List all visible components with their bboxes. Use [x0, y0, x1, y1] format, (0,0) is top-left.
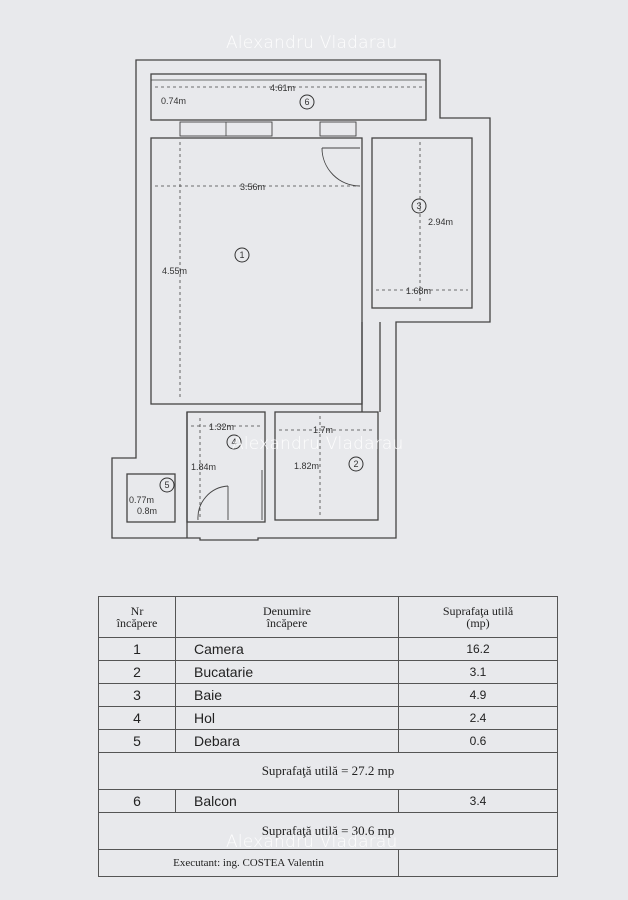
row-nr: 2 [98, 660, 176, 684]
row-area: 2.4 [398, 706, 558, 730]
executant-row: Executant: ing. COSTEA Valentin [98, 849, 558, 877]
row-name: Debara [175, 729, 399, 753]
header-name-line1: Denumire [263, 604, 311, 618]
table-row: 5 Debara 0.6 [98, 729, 558, 753]
room-number-1: 1 [239, 250, 244, 260]
table-row: 3 Baie 4.9 [98, 683, 558, 707]
dim-room4-width: 1.32m [209, 422, 234, 432]
dim-room5-width: 0.77m [129, 495, 154, 505]
header-area-line2: (mp) [466, 616, 490, 630]
row-area: 16.2 [398, 637, 558, 661]
dim-room1-height: 4.55m [162, 266, 187, 276]
row-nr: 1 [98, 637, 176, 661]
room-marker-1 [234, 247, 250, 263]
room-marker-6 [299, 94, 315, 110]
header-name: Denumire încăpere [175, 596, 399, 638]
row-area: 3.1 [398, 660, 558, 684]
total-text: Suprafaţă utilă = 30.6 mp [98, 812, 558, 850]
table-row: 2 Bucatarie 3.1 [98, 660, 558, 684]
row-nr: 4 [98, 706, 176, 730]
executant-text: Executant: ing. COSTEA Valentin [98, 849, 399, 877]
table-row: 1 Camera 16.2 [98, 637, 558, 661]
floor-plan: 6 1 3 4 2 5 4.61m 0.74m 3.56m 4.55m 2.94… [111, 59, 491, 541]
table-row: 4 Hol 2.4 [98, 706, 558, 730]
row-area: 0.6 [398, 729, 558, 753]
room-area-table: Nr încăpere Denumire încăpere Suprafaţa … [98, 596, 558, 877]
dim-balcony-width: 4.61m [270, 83, 295, 93]
row-nr: 6 [98, 789, 176, 813]
room-2-outline [274, 411, 379, 521]
subtotal-row: Suprafaţă utilă = 27.2 mp [98, 752, 558, 790]
plan-outer-wall [111, 59, 491, 541]
room-number-3: 3 [416, 201, 421, 211]
table-header-row: Nr încăpere Denumire încăpere Suprafaţa … [98, 596, 558, 638]
dim-room3-height: 2.94m [428, 217, 453, 227]
header-nr-line1: Nr [130, 604, 144, 618]
room-marker-5 [159, 477, 175, 493]
header-area-line1: Suprafaţa utilă [442, 604, 514, 618]
dim-room5-depth: 0.8m [137, 506, 157, 516]
dim-room1-width: 3.56m [240, 182, 265, 192]
dim-room2-width: 1.7m [313, 425, 333, 435]
room-number-2: 2 [353, 459, 358, 469]
row-nr: 5 [98, 729, 176, 753]
room-marker-2 [348, 456, 364, 472]
header-area: Suprafaţa utilă (mp) [398, 596, 558, 638]
dim-room2-height: 1.82m [294, 461, 319, 471]
subtotal-text: Suprafaţă utilă = 27.2 mp [98, 752, 558, 790]
room-marker-3 [411, 198, 427, 214]
row-name: Camera [175, 637, 399, 661]
row-nr: 3 [98, 683, 176, 707]
room-number-5: 5 [164, 480, 169, 490]
row-name: Baie [175, 683, 399, 707]
signature-cell [398, 849, 558, 877]
room-3-outline [371, 137, 473, 309]
row-area: 4.9 [398, 683, 558, 707]
dim-room4-height: 1.84m [191, 462, 216, 472]
row-name: Balcon [175, 789, 399, 813]
room-1-outline [150, 137, 363, 405]
balcony-outline [150, 73, 427, 121]
total-row: Suprafaţă utilă = 30.6 mp [98, 812, 558, 850]
table-row: 6 Balcon 3.4 [98, 789, 558, 813]
room-5-outline [126, 473, 176, 523]
row-name: Hol [175, 706, 399, 730]
room-number-6: 6 [304, 97, 309, 107]
header-name-line2: încăpere [266, 616, 308, 630]
header-nr: Nr încăpere [98, 596, 176, 638]
dim-balcony-depth: 0.74m [161, 96, 186, 106]
row-area: 3.4 [398, 789, 558, 813]
header-nr-line2: încăpere [116, 616, 158, 630]
dim-room3-width: 1.68m [406, 286, 431, 296]
room-marker-4 [226, 434, 242, 450]
row-name: Bucatarie [175, 660, 399, 684]
room-number-4: 4 [231, 437, 236, 447]
